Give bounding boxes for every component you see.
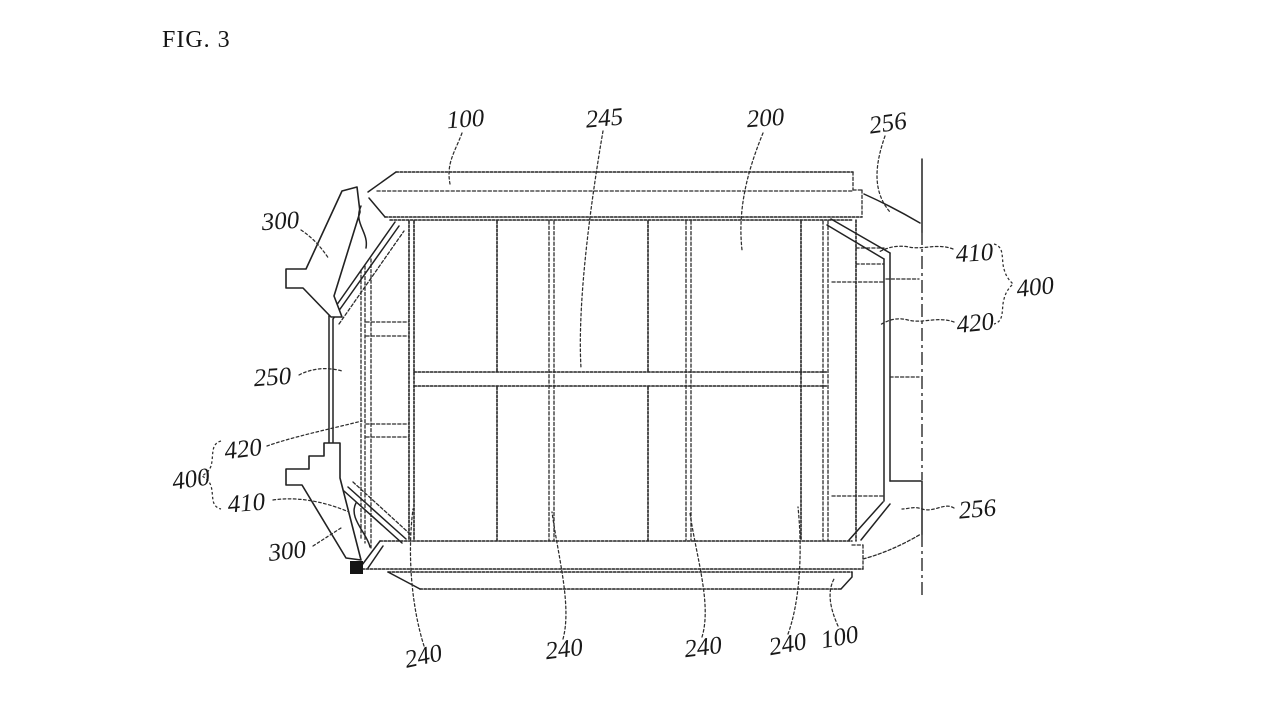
- leader-256-top: [876, 135, 891, 213]
- bracket-300-bottom-left: [285, 442, 371, 561]
- bottom-panel-100: [350, 540, 864, 590]
- bracket-300-top-left: [285, 186, 368, 318]
- ref-label-100-top: 100: [446, 105, 486, 135]
- ref-label-200: 200: [746, 104, 786, 134]
- leader-420-right: [879, 318, 955, 326]
- left-wall-250: [328, 221, 411, 549]
- ref-label-410-left: 410: [226, 488, 266, 518]
- leader-300-top: [300, 229, 330, 260]
- top-panel-100: [367, 171, 863, 218]
- ref-label-400-right: 400: [1015, 272, 1056, 303]
- ref-label-240-1: 240: [402, 639, 445, 673]
- reference-numerals: 100 245 200 256 300 250 420 400 410 300 …: [171, 103, 1056, 673]
- leader-245: [579, 130, 604, 369]
- leader-240-4: [787, 506, 801, 635]
- leader-100-bottom: [829, 578, 839, 627]
- ref-label-300-bottom: 300: [266, 536, 308, 567]
- mount-foot: [350, 561, 363, 574]
- chamfer-top-right: [830, 218, 891, 254]
- ref-label-256-right: 256: [957, 494, 997, 524]
- ref-label-410-right: 410: [955, 239, 995, 269]
- chamfer-top-left: [328, 221, 396, 317]
- ref-label-400-left: 400: [171, 464, 212, 496]
- leader-lines: [266, 130, 955, 647]
- leader-240-2: [551, 511, 567, 640]
- chamfer-bottom-right: [848, 501, 884, 541]
- leader-240-3: [689, 512, 706, 638]
- ref-label-420-right: 420: [955, 308, 996, 339]
- ref-label-240-4: 240: [767, 628, 809, 661]
- ref-label-240-3: 240: [683, 632, 724, 663]
- braces: [200, 243, 1014, 510]
- chamfer-bottom-left: [347, 486, 407, 540]
- brace-400-right: [993, 243, 1014, 325]
- leader-410-left: [272, 498, 350, 513]
- leader-410-right: [878, 245, 954, 253]
- ref-label-256-top: 256: [868, 108, 909, 140]
- ref-label-240-2: 240: [544, 634, 585, 665]
- interior-frame: [365, 219, 885, 542]
- leader-100-top: [448, 132, 463, 185]
- ref-label-420-left: 420: [223, 434, 264, 465]
- leader-240-1: [409, 508, 425, 647]
- flange-top-right-256: [863, 193, 921, 224]
- ref-label-300-top: 300: [260, 207, 301, 237]
- ref-label-245: 245: [584, 103, 624, 133]
- leader-256-right: [901, 505, 955, 511]
- leader-200: [740, 132, 764, 251]
- right-wall-assembly: [826, 193, 922, 560]
- figure-title: FIG. 3: [162, 27, 231, 53]
- brace-400-left: [200, 440, 222, 510]
- ref-label-100-bottom: 100: [819, 621, 861, 654]
- leader-300-bottom: [312, 527, 342, 547]
- leader-420-left: [266, 420, 363, 447]
- leader-250: [298, 368, 343, 376]
- ref-label-250: 250: [253, 363, 293, 393]
